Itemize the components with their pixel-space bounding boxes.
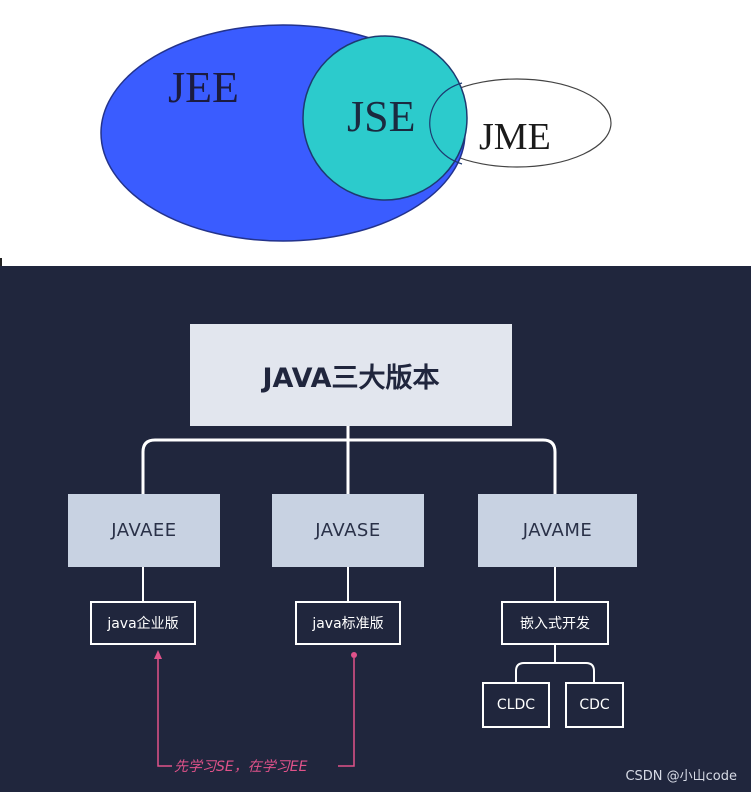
java-editions-tree: JAVA三大版本 JAVAEE JAVASE JAVAME java企业版 ja… [0,266,751,792]
root-box: JAVA三大版本 [190,324,512,426]
learning-path-dot [351,652,357,658]
sub-box-enterprise: java企业版 [90,601,196,645]
venn-diagram: JEE JSE JME [0,0,751,265]
jme-overlap-arc [429,82,463,165]
sub-box-embedded: 嵌入式开发 [501,601,609,645]
venn-svg: JEE JSE JME [100,24,612,242]
edge-tick [0,258,2,267]
edition-box-javaee: JAVAEE [68,494,220,567]
watermark: CSDN @小山code [625,769,737,784]
learning-path-arrowhead [154,650,162,659]
child-box-cdc: CDC [565,682,624,728]
learning-path-note: 先学习SE，在学习EE [174,759,308,775]
jse-label: JSE [347,92,415,141]
learning-path-line [157,658,355,767]
jee-label: JEE [168,63,239,112]
jse-circle [302,35,468,201]
edition-box-javame: JAVAME [478,494,637,567]
connector-embedded-bar [515,662,595,682]
edition-box-javase: JAVASE [272,494,424,567]
tree-connectors [141,426,595,767]
jme-label: JME [479,116,551,158]
sub-box-standard: java标准版 [295,601,401,645]
child-box-cldc: CLDC [482,682,550,728]
